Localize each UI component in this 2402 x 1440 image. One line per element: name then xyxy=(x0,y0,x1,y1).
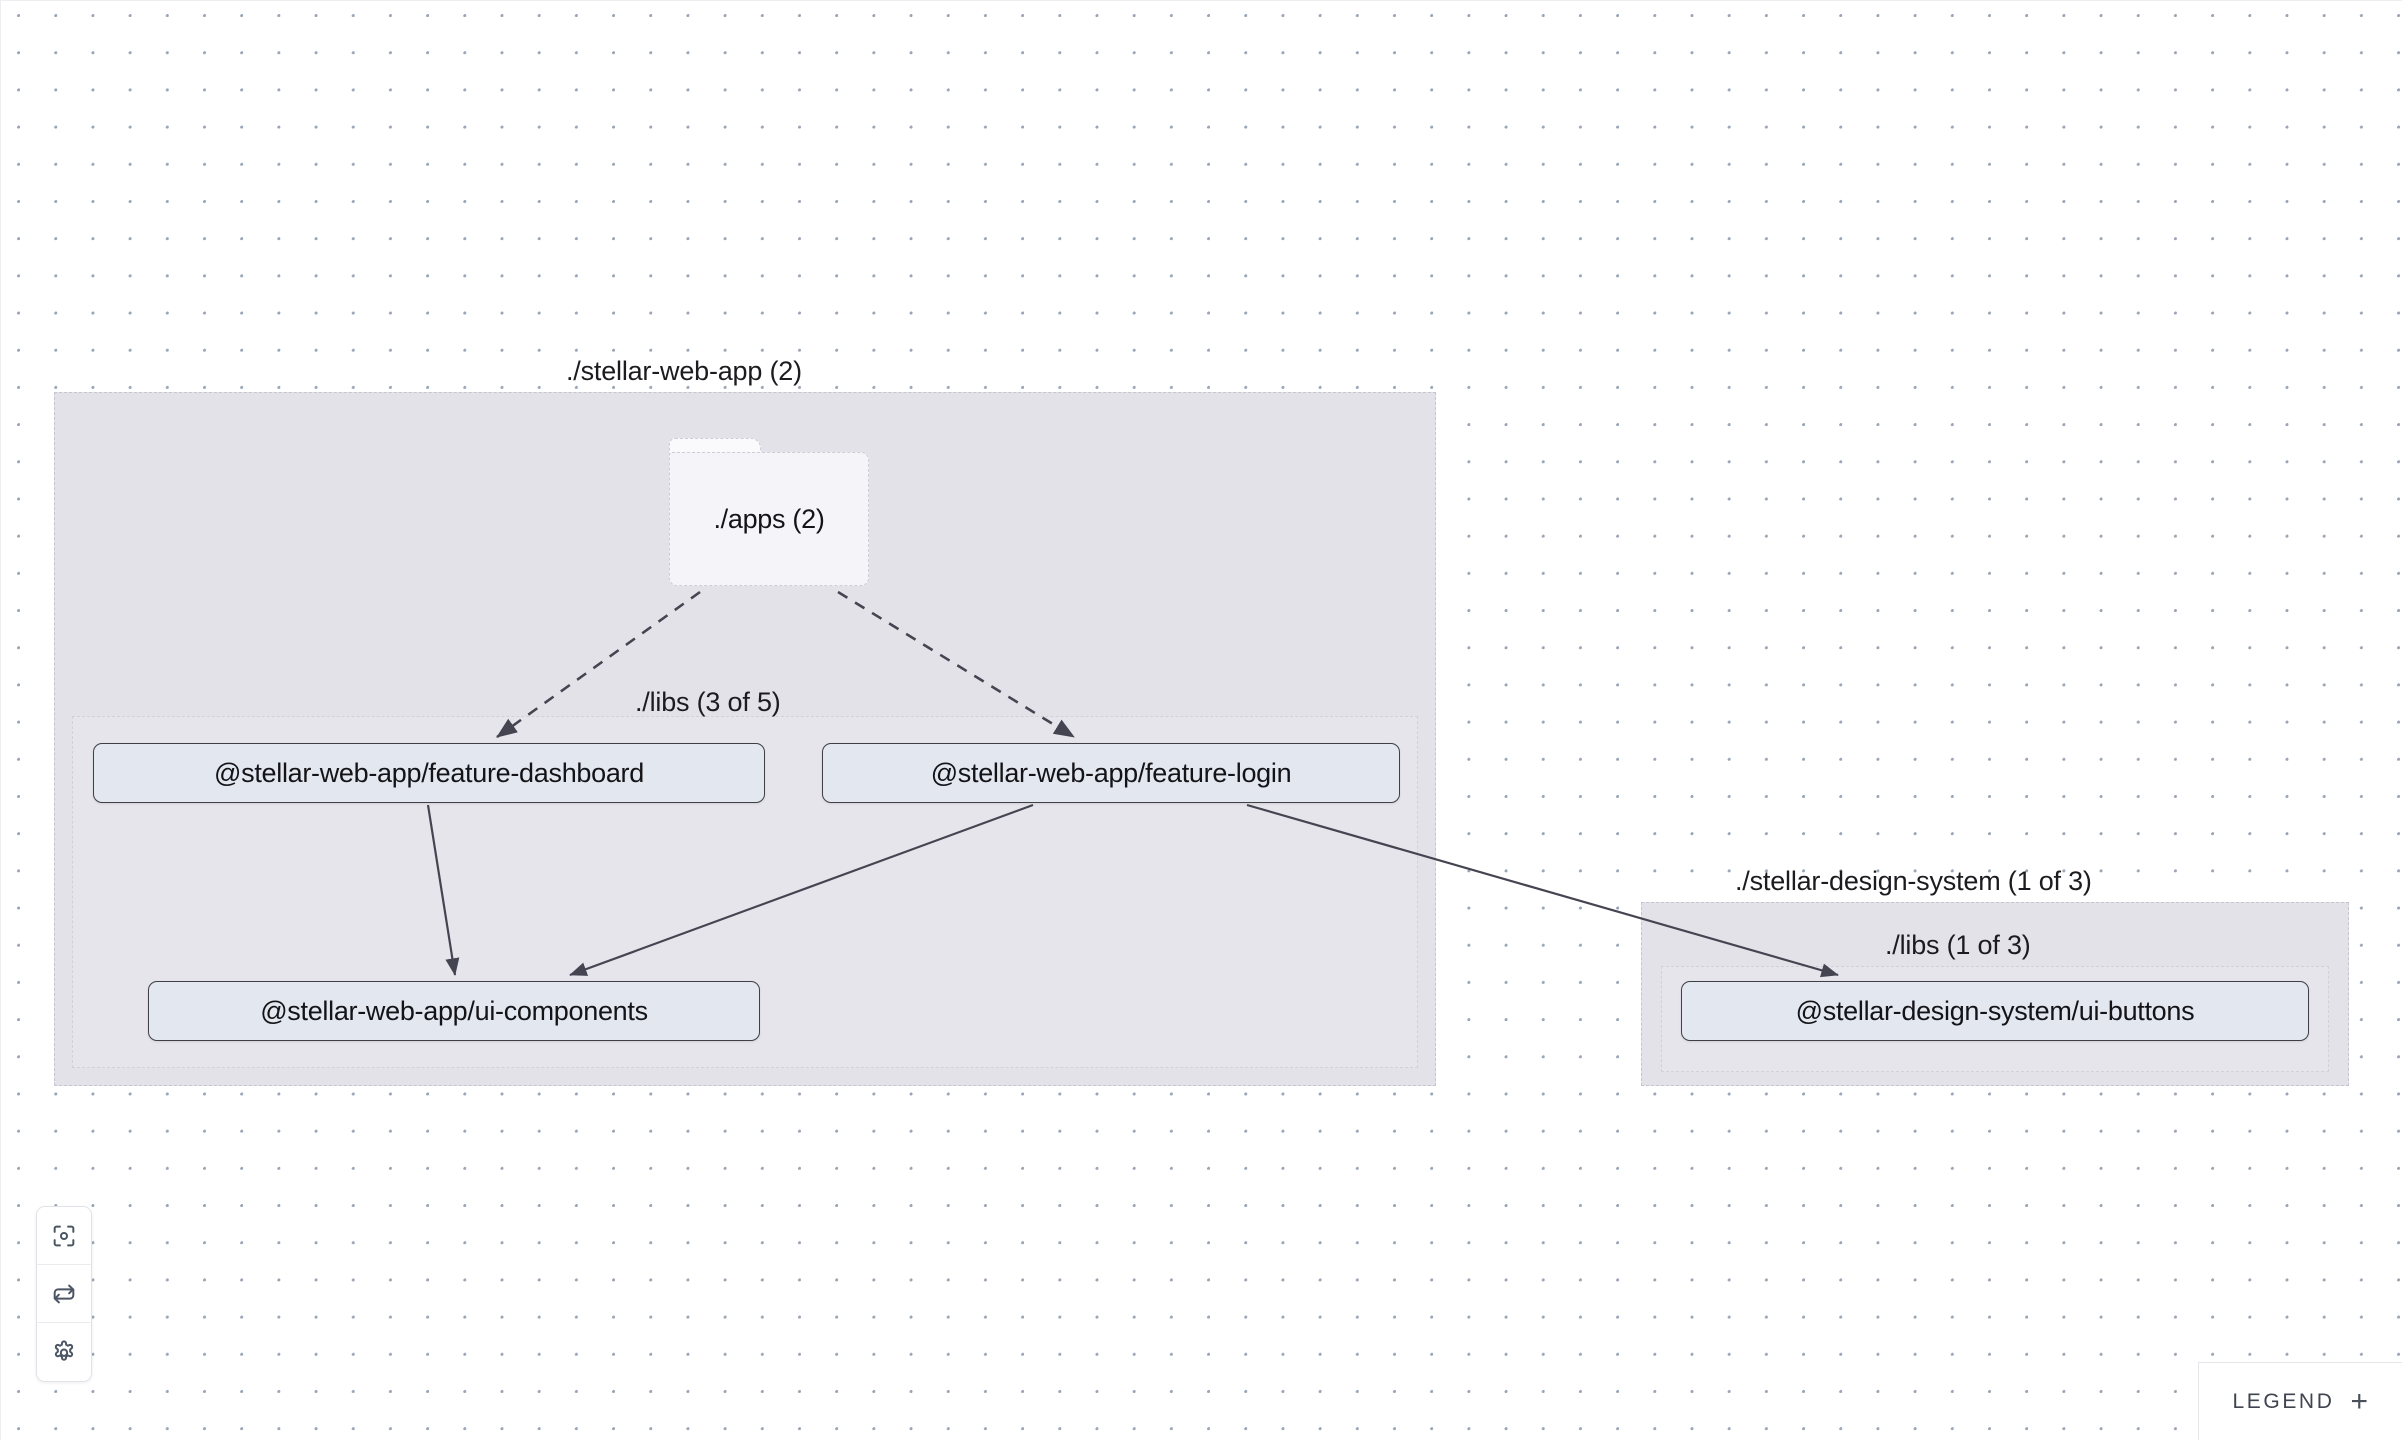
folder-node-apps-label: ./apps (2) xyxy=(669,452,869,586)
legend-expand-icon[interactable]: + xyxy=(2350,1384,2368,1418)
refresh-graph-button[interactable] xyxy=(37,1265,91,1323)
gear-icon xyxy=(50,1338,78,1366)
project-node-ui-components[interactable]: @stellar-web-app/ui-components xyxy=(148,981,760,1041)
canvas-top-hairline xyxy=(0,0,2402,1)
folder-node-apps[interactable]: ./apps (2) xyxy=(669,438,869,586)
focus-target-icon xyxy=(50,1222,78,1250)
subgroup-title-web-app-libs: ./libs (3 of 5) xyxy=(635,687,781,717)
subgroup-title-design-system-libs: ./libs (1 of 3) xyxy=(1885,930,2031,960)
refresh-icon xyxy=(50,1280,78,1308)
project-node-feature-dashboard[interactable]: @stellar-web-app/feature-dashboard xyxy=(93,743,765,803)
legend-panel[interactable]: LEGEND + xyxy=(2197,1362,2402,1440)
project-node-feature-login[interactable]: @stellar-web-app/feature-login xyxy=(822,743,1400,803)
canvas-left-hairline xyxy=(0,0,1,1440)
group-title-stellar-design-system: ./stellar-design-system (1 of 3) xyxy=(1735,866,2092,896)
project-node-ui-buttons[interactable]: @stellar-design-system/ui-buttons xyxy=(1681,981,2309,1041)
graph-controls[interactable] xyxy=(36,1206,92,1382)
group-title-stellar-web-app: ./stellar-web-app (2) xyxy=(566,356,802,386)
focus-graph-button[interactable] xyxy=(37,1207,91,1265)
settings-button[interactable] xyxy=(37,1323,91,1381)
folder-tab-icon xyxy=(669,438,761,456)
legend-label: LEGEND xyxy=(2232,1389,2335,1413)
